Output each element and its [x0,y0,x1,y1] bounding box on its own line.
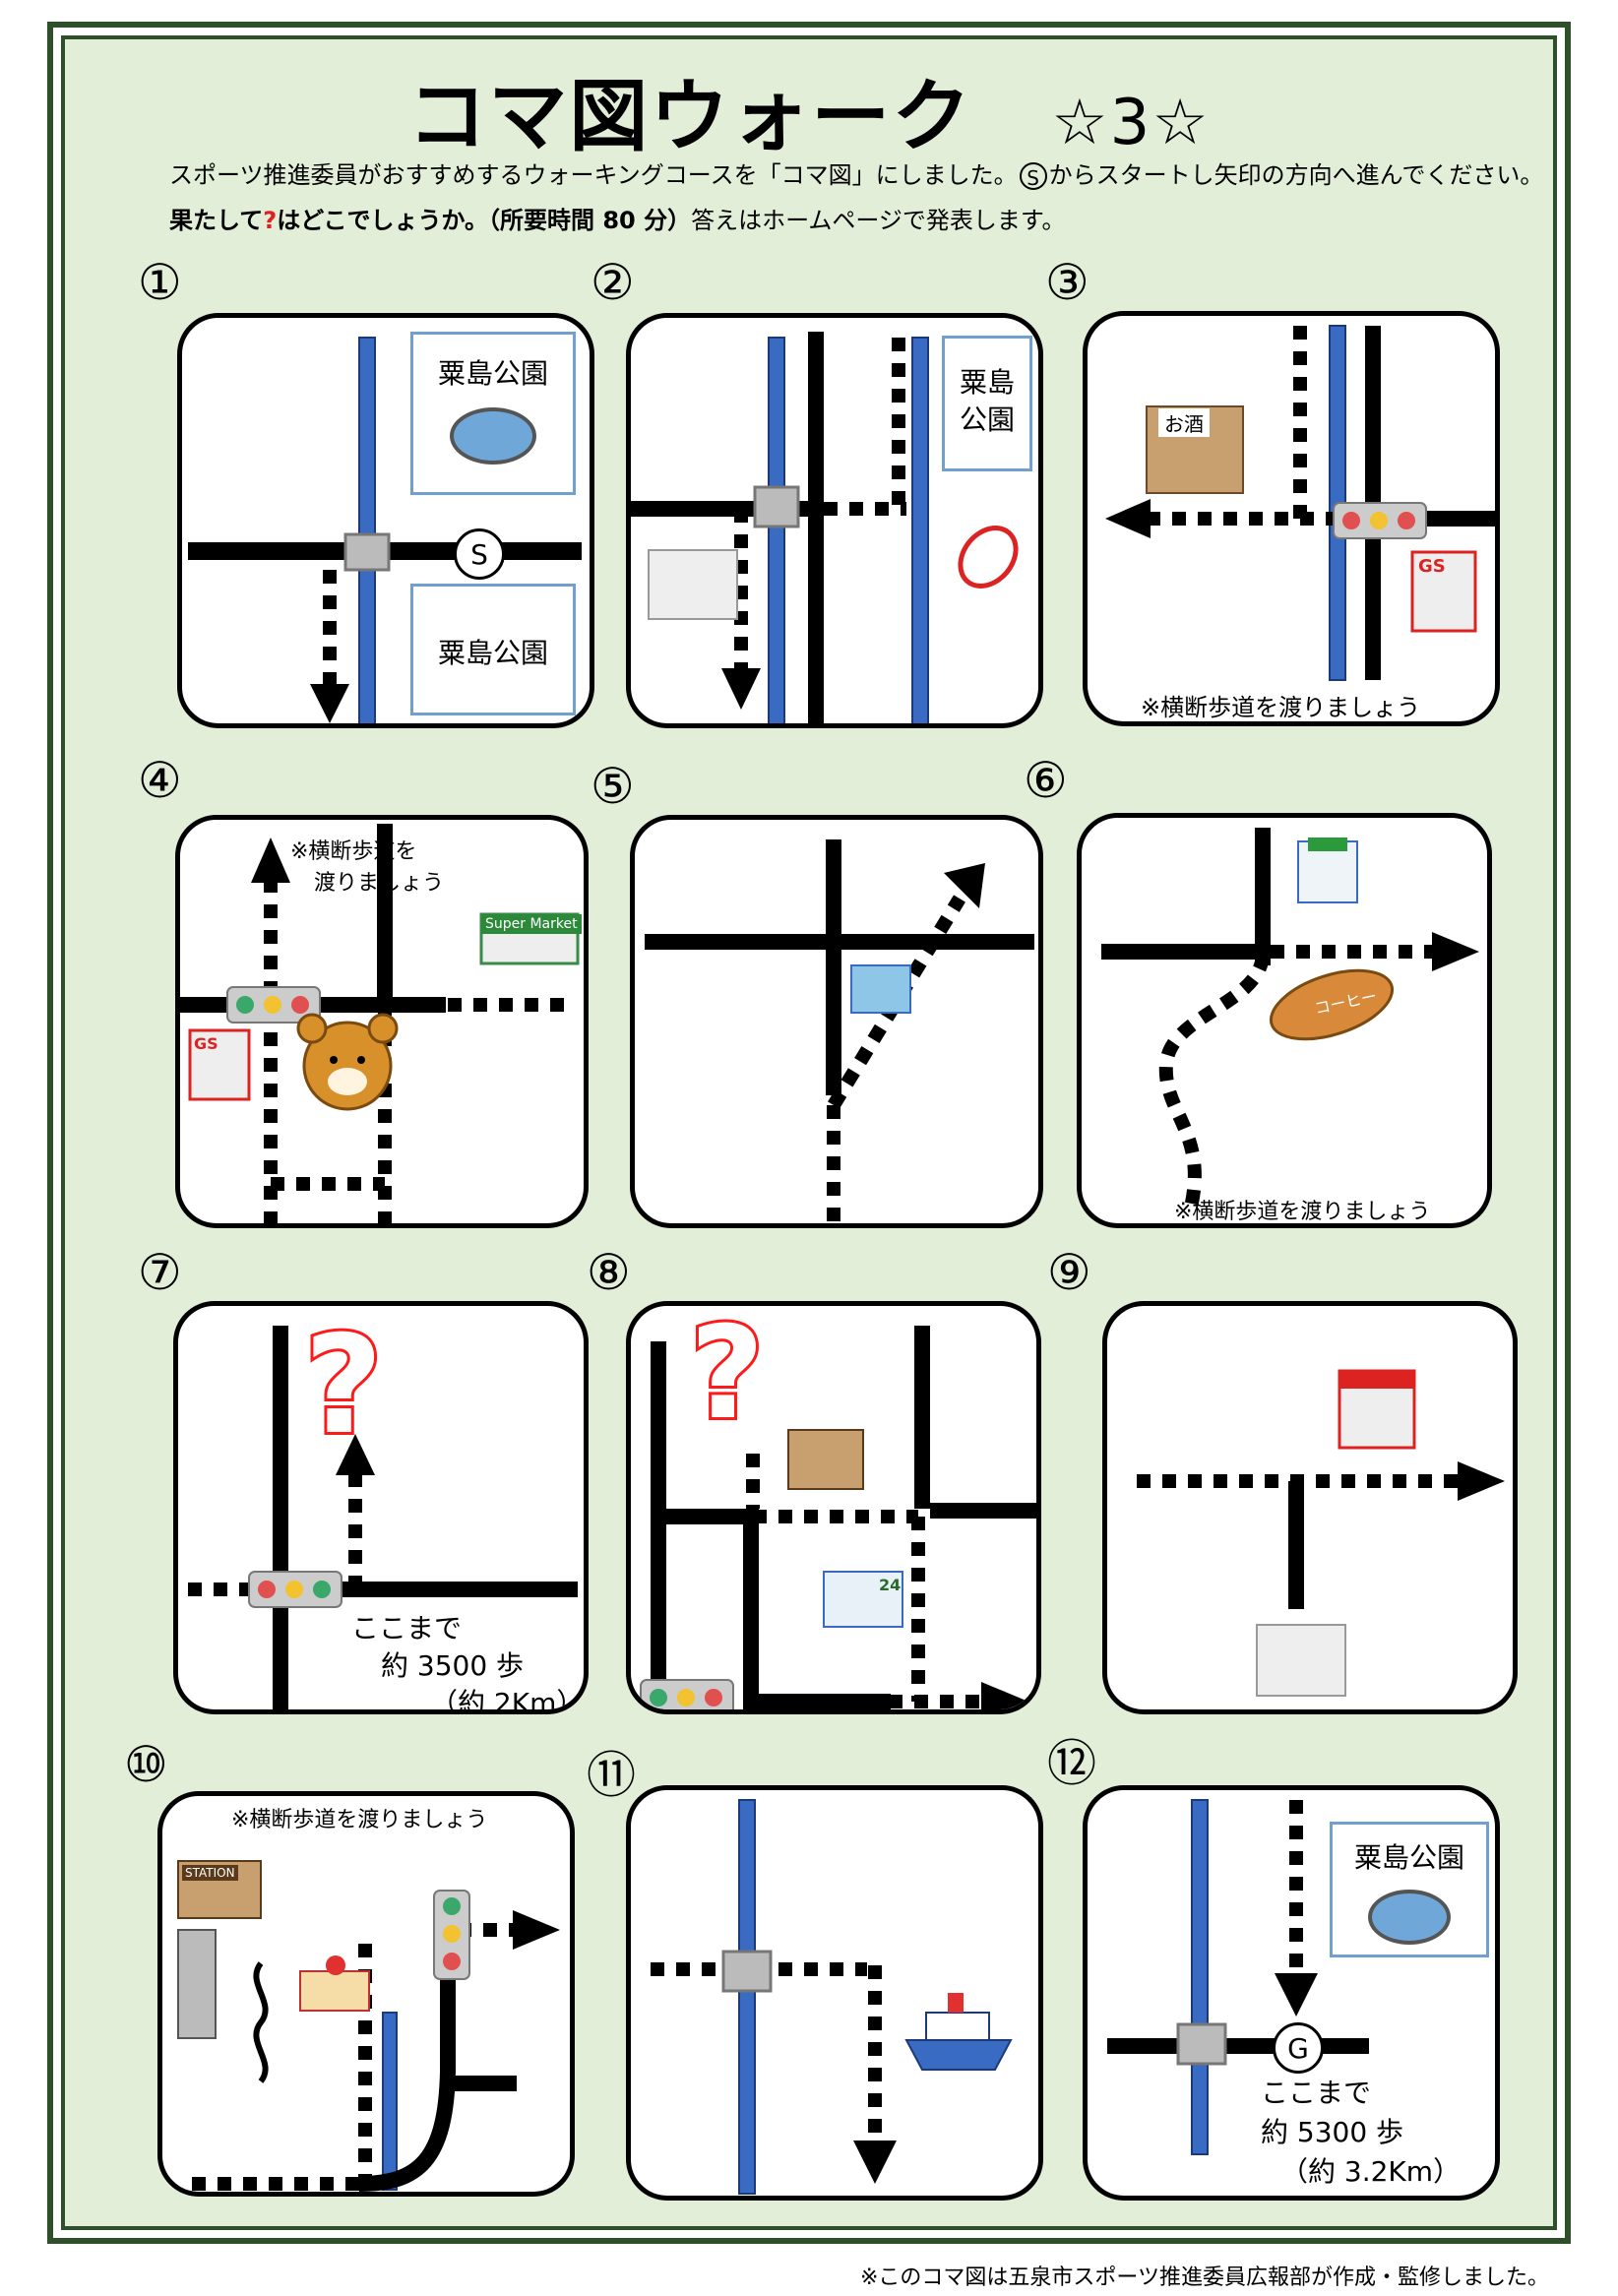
panel-2: 粟島 公園 [626,313,1043,728]
question-mark-7: ? [301,1306,386,1467]
question-mark-8: ? [687,1301,767,1451]
crosswalk-note-6: ※横断歩道を渡りましょう [1174,1200,1431,1224]
goal-marker: G [1273,2022,1324,2074]
park-top: 粟島公園 [410,332,576,495]
distance-line2-7: 約 3500 歩 [381,1649,525,1682]
panel-7: ? ここまで 約 3500 歩 （約 2Km） [173,1301,589,1714]
panel-3-map [1105,325,1495,681]
panel-10-map [177,1860,560,2192]
panel-11 [626,1785,1043,2201]
panel-number-4: ④ [138,752,182,809]
station-label: STATION [182,1865,238,1881]
park-top-label: 粟島公園 [437,357,548,390]
distance-line2-12: 約 5300 歩 [1261,2116,1404,2148]
panel-number-3: ③ [1045,254,1089,311]
distance-line1-7: ここまで [351,1612,463,1644]
park-bottom: 粟島公園 [410,584,576,715]
intro-text-1: スポーツ推進委員がおすすめするウォーキングコースを「コマ図」にしました。 [169,161,1018,189]
start-symbol: S [1019,162,1047,190]
panel-8-map [640,1326,1036,1709]
supermarket-label: Super Market [481,914,582,934]
intro-line-2: 果たして?はどこでしょうか。（所要時間 80 分）答えはホームページで発表します… [169,201,1066,235]
answer-note: 答えはホームページで発表します。 [691,207,1066,234]
park-panel-12: 粟島公園 [1330,1822,1489,1957]
panel-number-1: ① [138,254,182,311]
difficulty-stars: ☆3☆ [1051,87,1211,159]
convenience-store-icon [823,1571,903,1628]
fountain-icon [450,407,536,465]
panel-7-map [188,1326,578,1709]
panel-number-12: ⑫ [1047,1735,1096,1792]
hospital-icon [1297,840,1358,903]
panel-5-map [645,839,1034,1223]
fountain-icon [1368,1890,1451,1945]
panel-number-9: ⑨ [1047,1244,1091,1301]
question-mark-icon: ? [263,207,278,234]
panel-number-2: ② [591,254,635,311]
gs-label-4: GS [194,1034,218,1053]
gs-label-3: GS [1418,556,1446,577]
liquor-shop-label: お酒 [1158,408,1210,437]
park-panel-2: 粟島 公園 [942,336,1032,471]
bread-icon [1269,968,1395,1041]
panel-9 [1102,1301,1518,1714]
panel-4: ※横断歩道を 渡りましょう Super Market GS [175,815,589,1228]
outer-frame [47,22,1571,2244]
crosswalk-note-10: ※横断歩道を渡りましょう [231,1808,488,1832]
bear-icon [302,1021,393,1111]
panel-4-map [180,824,580,1223]
panel-6: コーヒー ※横断歩道を渡りましょう [1077,813,1492,1228]
park-12-label: 粟島公園 [1353,1841,1464,1874]
page-title: コマ図ウォーク ☆3☆ [0,53,1618,167]
panel-number-7: ⑦ [138,1244,182,1301]
panel-number-11: ⑪ [587,1747,636,1804]
panel-3: お酒 GS ※横断歩道を渡りましょう [1083,311,1500,726]
panel-9-map [1137,1369,1505,1697]
park-name-line-1: 粟島 [959,366,1015,399]
crosswalk-note-4-line2: 渡りましょう [314,871,445,896]
question-pre: 果たして [169,207,264,234]
ship-icon [904,2039,1013,2071]
slide-icon [850,964,911,1014]
crosswalk-note-3: ※横断歩道を渡りましょう [1141,694,1421,721]
panel-10: ※横断歩道を渡りましょう STATION [157,1791,575,2197]
distance-line3-7: （約 2Km） [430,1687,585,1714]
panel-12: 粟島公園 G ここまで 約 5300 歩 （約 3.2Km） [1083,1785,1500,2201]
intro-text-2: からスタートし矢印の方向へ進んでください。 [1048,161,1544,189]
start-marker: S [454,528,505,580]
conv-label: 24 [879,1576,902,1594]
temple-icon [787,1429,864,1490]
question-post: はどこでしょうか。（所要時間 80 分） [277,207,692,234]
footer-credit: ※このコマ図は五泉市スポーツ推進委員広報部が作成・監修しました。 [860,2265,1549,2290]
panel-11-map [651,1799,1013,2195]
title-text: コマ図ウォーク [407,71,973,162]
panel-5 [630,815,1043,1228]
crosswalk-note-4-line1: ※横断歩道を [290,839,417,864]
distance-line1-12: ここまで [1261,2077,1372,2109]
train-icon [177,1929,217,2039]
panel-number-10: ⑩ [124,1736,168,1793]
panel-number-5: ⑤ [591,758,635,815]
school-icon [648,549,738,620]
building-icon [1256,1624,1346,1697]
park-name-line-2: 公園 [959,403,1015,436]
panel-1: 粟島公園 粟島公園 S [177,313,594,728]
distance-line3-12: （約 3.2Km） [1280,2155,1462,2188]
panel-number-6: ⑥ [1024,752,1068,809]
cake-icon [299,1970,370,2012]
panel-2-map [631,332,929,723]
gas-station-icon [1410,550,1477,633]
panel-8: ? 24 [626,1301,1041,1714]
panel-number-8: ⑧ [587,1244,631,1301]
gas-station-icon [188,1028,251,1101]
panel-6-map [1101,828,1479,1213]
